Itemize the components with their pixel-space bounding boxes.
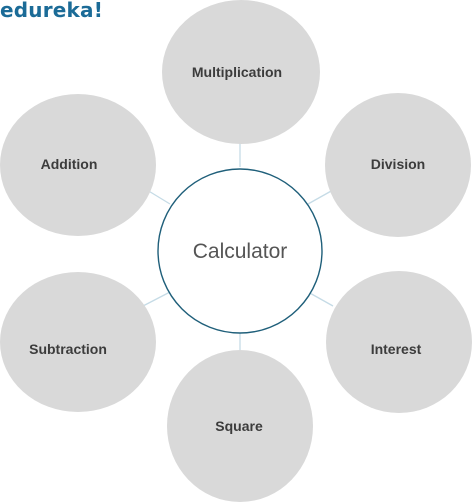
node-multiplication: Multiplication xyxy=(162,0,320,144)
node-square-circle xyxy=(167,350,313,502)
node-multiplication-circle xyxy=(162,0,320,144)
center-node-circle xyxy=(157,168,323,334)
node-division-circle xyxy=(325,93,471,237)
node-division: Division xyxy=(325,93,471,237)
connector-subtraction xyxy=(142,291,171,307)
connector-interest xyxy=(307,291,334,307)
node-square: Square xyxy=(167,350,313,502)
connector-division xyxy=(307,189,334,205)
node-interest-circle xyxy=(326,271,472,413)
node-subtraction: Subtraction xyxy=(0,272,156,412)
edureka-logo: edureka! xyxy=(0,0,104,22)
center-node-label: Calculator xyxy=(193,240,288,263)
node-addition-circle xyxy=(0,94,156,236)
node-interest-label: Interest xyxy=(371,341,422,357)
node-subtraction-circle xyxy=(0,272,156,412)
center-node: Calculator xyxy=(157,168,323,334)
node-addition-label: Addition xyxy=(41,156,98,172)
node-division-label: Division xyxy=(371,156,425,172)
node-subtraction-label: Subtraction xyxy=(29,341,107,357)
connectors xyxy=(142,143,334,352)
connector-addition xyxy=(146,189,171,205)
node-addition: Addition xyxy=(0,94,156,236)
node-multiplication-label: Multiplication xyxy=(192,64,282,80)
node-interest: Interest xyxy=(326,271,472,413)
node-square-label: Square xyxy=(215,418,263,434)
